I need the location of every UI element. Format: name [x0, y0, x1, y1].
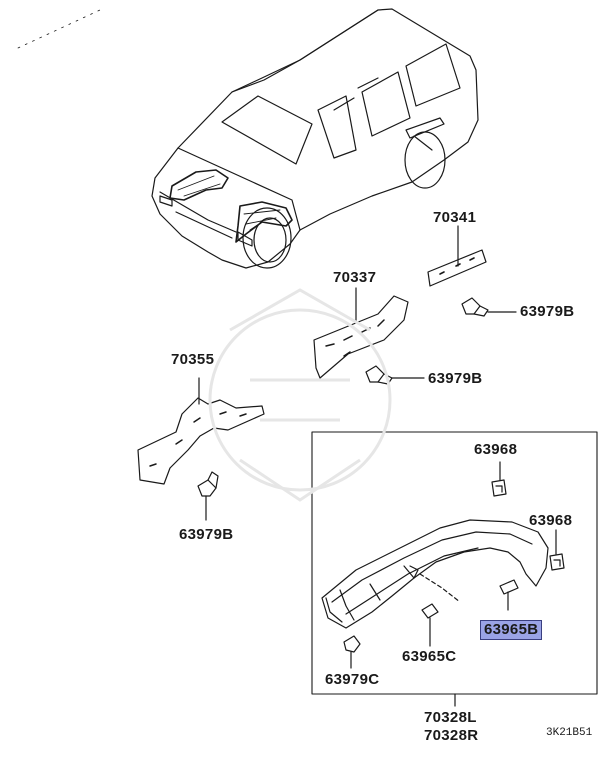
- clip-63979b-left: [197, 471, 219, 521]
- clip-63979b-middle: [365, 365, 425, 385]
- label-70355: 70355: [171, 351, 215, 368]
- label-63965b-highlighted[interactable]: 63965B: [480, 620, 543, 640]
- part-70355: [137, 377, 265, 485]
- label-63979b-left: 63979B: [179, 526, 234, 543]
- label-63979c: 63979C: [325, 671, 380, 688]
- label-70328l: 70328L: [424, 709, 477, 726]
- label-70337: 70337: [333, 269, 377, 286]
- clip-63979c: [343, 635, 361, 669]
- clip-63979b-upper: [461, 297, 517, 317]
- vehicle-illustration: [151, 8, 479, 269]
- label-70328r: 70328R: [424, 727, 479, 744]
- label-63979b-upper: 63979B: [520, 303, 575, 320]
- part-70328-fender-liner: [321, 519, 549, 629]
- clip-63968-right: [549, 529, 565, 571]
- screw-63965b: [499, 579, 519, 611]
- label-70341: 70341: [433, 209, 477, 226]
- label-63968-right: 63968: [529, 512, 573, 529]
- label-63968-upper: 63968: [474, 441, 518, 458]
- clip-63968-upper: [491, 461, 507, 497]
- label-63979b-middle: 63979B: [428, 370, 483, 387]
- diagram-code: 3K21B51: [546, 727, 593, 739]
- watermark-emblem: [208, 288, 392, 502]
- screw-63965c: [421, 603, 439, 647]
- part-70341: [427, 225, 487, 287]
- part-70337: [313, 287, 409, 379]
- label-63965c: 63965C: [402, 648, 457, 665]
